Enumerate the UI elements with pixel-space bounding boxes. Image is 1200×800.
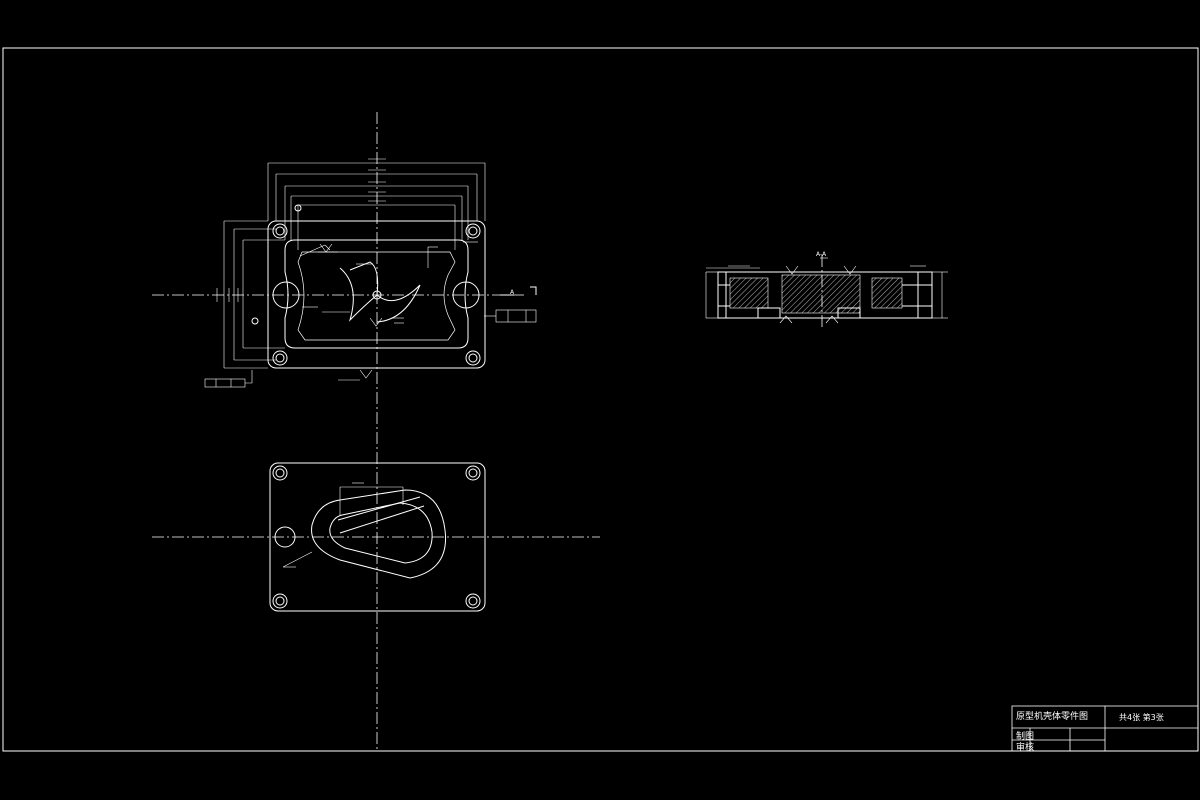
section-view-aa <box>705 257 948 324</box>
bottom-view <box>269 462 486 612</box>
drafted-by-label: 制图 <box>1016 732 1035 742</box>
cutting-plane-label: A <box>510 289 515 296</box>
top-view <box>204 158 537 388</box>
checked-by-label: 审核 <box>1016 743 1035 753</box>
centerlines <box>152 112 823 750</box>
sheet-number: 共4张 第3张 <box>1119 713 1164 722</box>
drawing-title: 原型机壳体零件图 <box>1016 712 1089 722</box>
title-block <box>1011 705 1199 752</box>
section-label: A-A <box>816 251 827 258</box>
drawing-frame <box>2 47 1199 752</box>
